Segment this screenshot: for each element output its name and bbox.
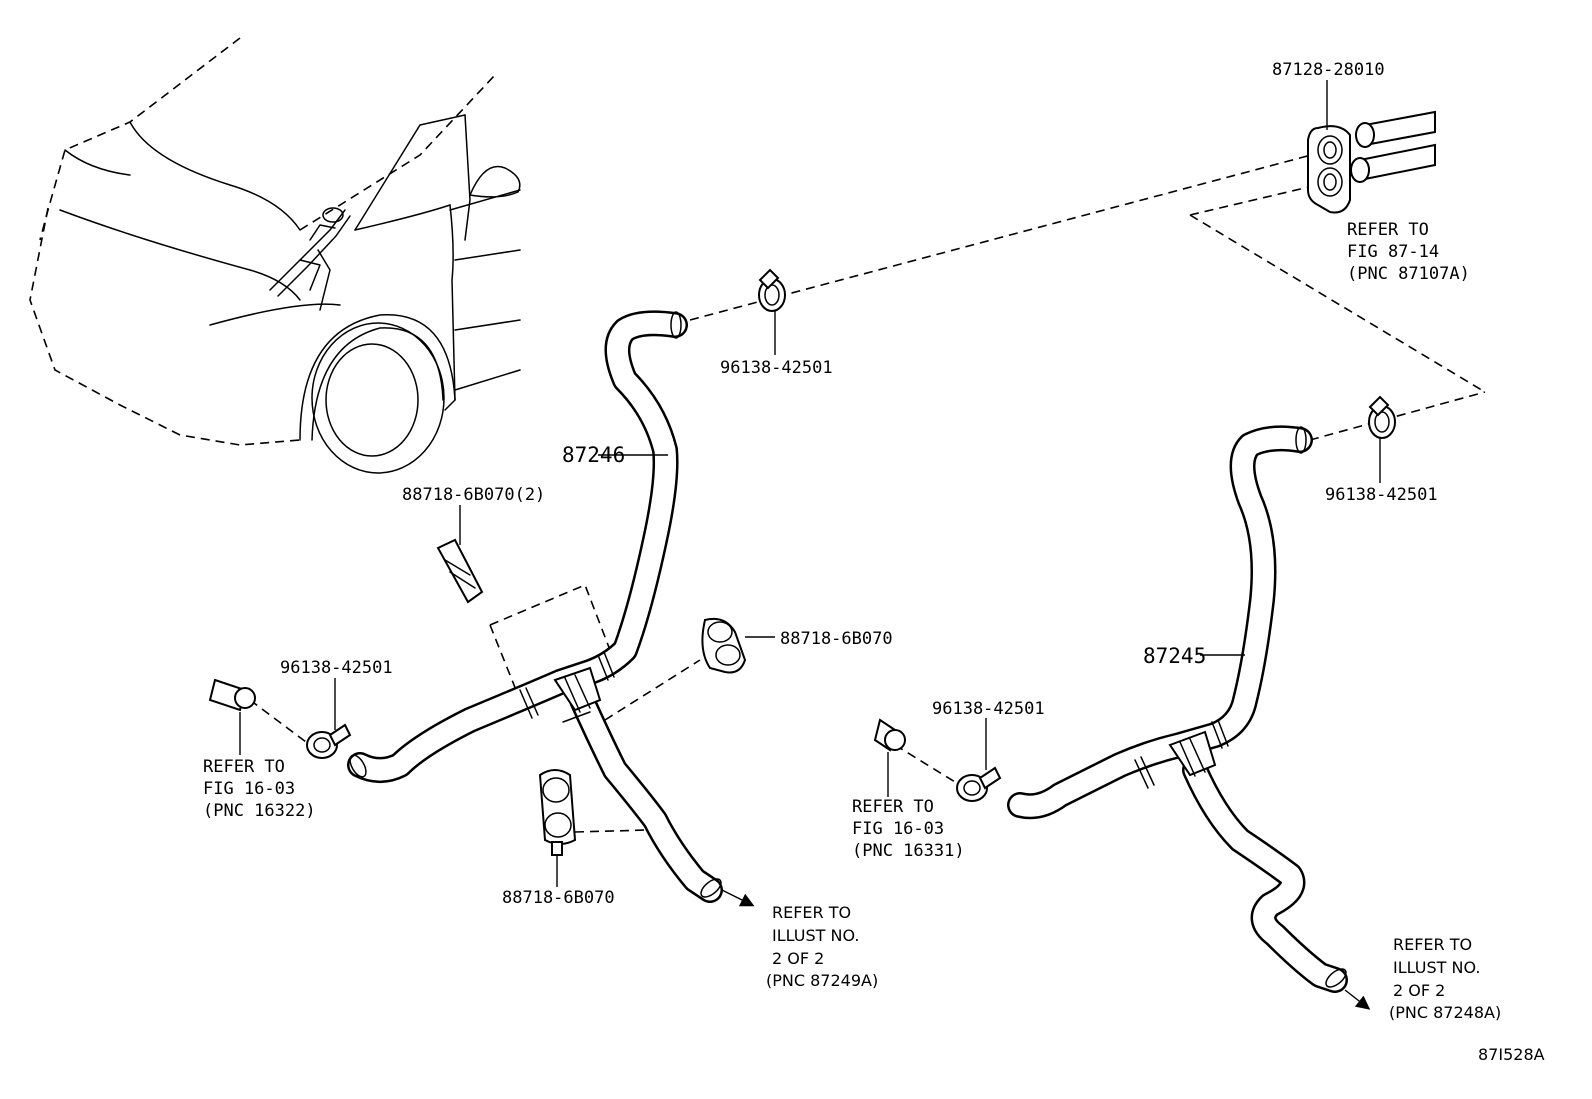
svg-text:FIG 87-14: FIG 87-14 <box>1347 242 1439 262</box>
svg-text:REFER TO: REFER TO <box>852 797 934 817</box>
grommet-87128 <box>1307 110 1436 214</box>
ref-illust-b: REFER TO ILLUST NO. 2 OF 2 (PNC 87248A) <box>1389 935 1501 1022</box>
svg-text:REFER TO: REFER TO <box>203 757 285 777</box>
clip-a <box>701 617 747 674</box>
svg-text:REFER TO: REFER TO <box>1347 220 1429 240</box>
label-grommet: 87128-28010 <box>1272 60 1385 80</box>
label-hose-87245: 87245 <box>1143 644 1206 668</box>
pipe-stub-mid <box>873 718 906 752</box>
pipe-stub-left <box>208 678 256 712</box>
svg-text:(PNC 87248A): (PNC 87248A) <box>1389 1003 1501 1022</box>
svg-text:ILLUST NO.: ILLUST NO. <box>1393 958 1480 977</box>
label-clamp-right: 96138-42501 <box>1325 485 1438 505</box>
hose-87245 <box>1007 425 1348 993</box>
clip-b <box>538 769 577 856</box>
ref-illust-a: REFER TO ILLUST NO. 2 OF 2 (PNC 87249A) <box>766 903 878 990</box>
svg-text:(PNC 87249A): (PNC 87249A) <box>766 971 878 990</box>
label-leaders <box>239 80 1381 887</box>
label-hose-87246: 87246 <box>562 443 625 467</box>
ref-fig-87-14: REFER TO FIG 87-14 (PNC 87107A) <box>1347 220 1470 284</box>
svg-text:(PNC 16322): (PNC 16322) <box>203 801 316 821</box>
ref-fig-16-03-a: REFER TO FIG 16-03 (PNC 16322) <box>203 757 316 821</box>
label-clip-b: 88718-6B070 <box>502 888 615 908</box>
vehicle-outline <box>29 37 521 474</box>
svg-text:2 OF 2: 2 OF 2 <box>1393 981 1445 1000</box>
clip-small <box>436 538 484 604</box>
svg-text:FIG 16-03: FIG 16-03 <box>852 819 944 839</box>
svg-text:REFER TO: REFER TO <box>1393 935 1472 954</box>
arrow-illust-b <box>1344 989 1371 1010</box>
label-clip-small: 88718-6B070(2) <box>402 485 545 505</box>
figure-code: 87I528A <box>1478 1045 1545 1064</box>
label-clamp-left: 96138-42501 <box>280 658 393 678</box>
svg-text:(PNC 16331): (PNC 16331) <box>852 841 965 861</box>
svg-text:ILLUST NO.: ILLUST NO. <box>772 926 859 945</box>
svg-text:REFER TO: REFER TO <box>772 903 851 922</box>
svg-text:(PNC 87107A): (PNC 87107A) <box>1347 264 1470 284</box>
label-clip-a: 88718-6B070 <box>780 629 893 649</box>
svg-text:FIG 16-03: FIG 16-03 <box>203 779 295 799</box>
label-clamp-upper: 96138-42501 <box>720 358 833 378</box>
label-clamp-mid: 96138-42501 <box>932 699 1045 719</box>
hose-87246 <box>347 310 723 903</box>
ref-fig-16-03-b: REFER TO FIG 16-03 (PNC 16331) <box>852 797 965 861</box>
clamp-mid <box>956 766 1002 802</box>
clamp-upper <box>758 268 786 312</box>
clamp-left <box>306 723 352 759</box>
arrow-illust-a <box>721 889 755 907</box>
svg-text:2 OF 2: 2 OF 2 <box>772 949 824 968</box>
clamp-right <box>1368 395 1396 439</box>
